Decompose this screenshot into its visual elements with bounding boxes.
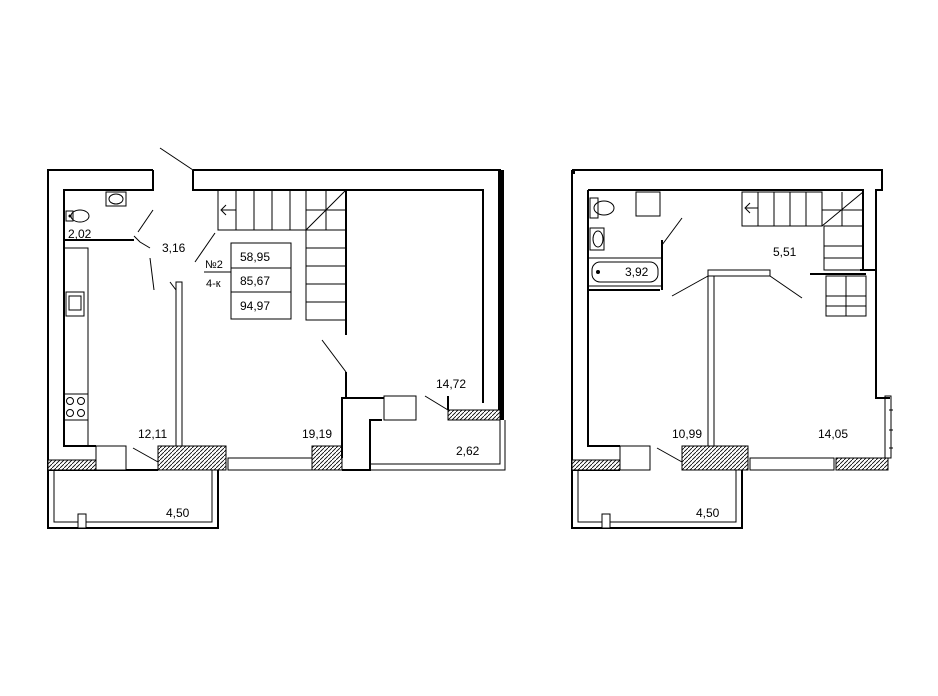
sink-icon: [65, 291, 85, 317]
interior-wall: [707, 269, 771, 277]
room-area-bedroom-b: 14,05: [818, 427, 848, 441]
room-area-bedroom-a: 10,99: [672, 427, 702, 441]
door-swing: [671, 275, 709, 297]
door-swing: [769, 275, 803, 299]
balcony: [47, 470, 219, 529]
room-area-bath: 3,92: [625, 265, 649, 279]
stove-icon: [63, 393, 89, 421]
door-swing: [132, 447, 159, 463]
shelf: [635, 191, 661, 217]
toilet-icon: [589, 197, 615, 219]
room-area-bedroom: 14,72: [436, 377, 466, 391]
interior-wall: [707, 275, 715, 447]
room-area-living: 19,19: [302, 427, 332, 441]
window: [884, 395, 892, 459]
apartment-info: [204, 242, 292, 320]
room-area-storage: 2,62: [456, 444, 480, 458]
room-area-hall: 5,51: [773, 245, 797, 259]
wall-segment: [157, 445, 227, 471]
door-swing: [149, 257, 155, 291]
area-with-balcony: 94,97: [240, 299, 270, 313]
wall-segment: [681, 445, 749, 471]
window: [95, 445, 127, 471]
wall-segment: [835, 457, 889, 471]
door-swing: [656, 447, 683, 463]
wall-segment: [571, 459, 621, 471]
bathtub-icon: [587, 257, 663, 287]
apartment-number: №2: [205, 259, 223, 271]
door-swing: [424, 395, 449, 411]
room-area-balcony: 4,50: [166, 506, 190, 520]
kitchen-counter: [63, 247, 89, 447]
room-area-hall: 3,16: [162, 241, 186, 255]
door-swing: [321, 339, 347, 373]
window: [383, 395, 417, 421]
door-swing: [194, 232, 216, 263]
window: [619, 445, 651, 471]
level-1-plan: [47, 147, 506, 529]
wall-segment: [311, 445, 343, 471]
level-2-plan: [571, 169, 893, 529]
staircase: [217, 189, 347, 321]
room-area-wc: 2,02: [68, 227, 92, 241]
entry-door: [159, 147, 194, 171]
washbasin-icon: [105, 191, 127, 207]
balcony: [571, 470, 743, 529]
window: [749, 457, 835, 471]
door-swing: [137, 209, 154, 233]
toilet-icon: [65, 209, 90, 223]
window: [227, 457, 313, 471]
area-living: 58,95: [240, 250, 270, 264]
interior-wall: [175, 281, 183, 447]
wall-segment: [47, 459, 97, 471]
room-area-balcony: 4,50: [696, 506, 720, 520]
door-swing: [661, 217, 683, 246]
staircase: [741, 191, 867, 317]
room-area-kitchen: 12,11: [138, 427, 167, 441]
apartment-rooms: 4-к: [206, 278, 221, 290]
area-total: 85,67: [240, 274, 270, 288]
outer-wall-right: [498, 170, 504, 420]
wall-segment: [447, 409, 501, 421]
washbasin-icon: [589, 227, 605, 251]
